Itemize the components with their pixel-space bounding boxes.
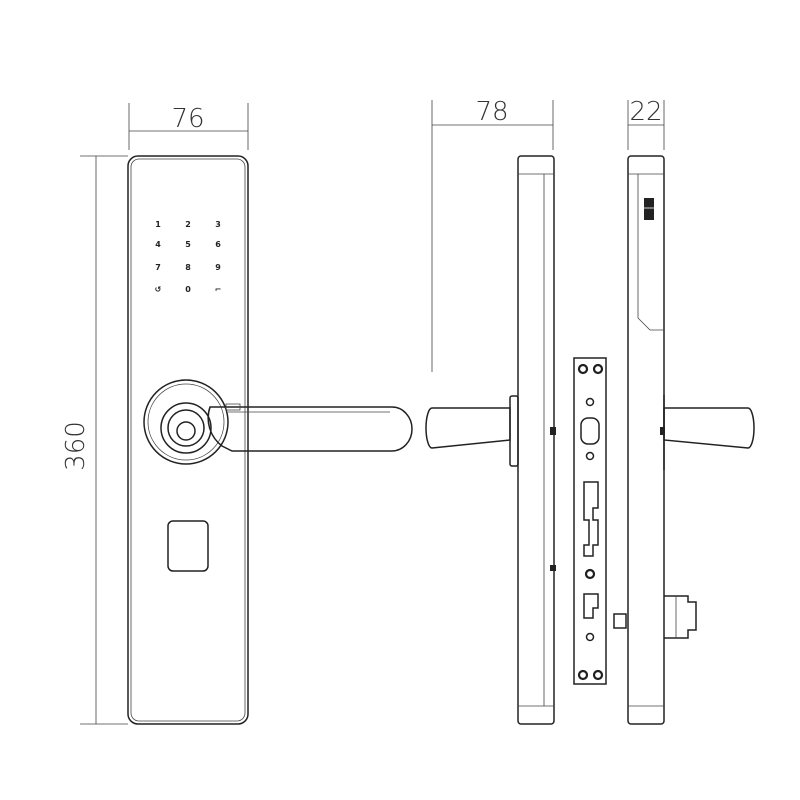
side-lever-handle[interactable] [425,407,511,449]
edge-lever-handle[interactable] [663,407,755,449]
faceplate-screw-hole [584,568,596,580]
latch-bolt-slot [580,417,600,445]
lever-arm [207,406,413,452]
key-enter[interactable]: ⌐ [215,285,222,294]
key-8[interactable]: 8 [185,263,191,272]
dimension-width-front: 76 [128,103,249,150]
side-screw-bottom [550,565,556,571]
deadbolt-slot [583,481,599,557]
side-body [517,155,555,725]
spindle-stub [613,613,627,629]
dimension-label-78: 78 [475,97,508,127]
faceplate-screw-hole [592,669,604,681]
edge-view [613,155,755,725]
dimension-label-360: 360 [61,421,91,471]
faceplate-screw-hole [577,669,589,681]
thumb-turn-knob[interactable] [664,595,697,639]
faceplate-screw-hole [585,451,595,461]
card-reader-icon[interactable] [167,520,209,572]
faceplate-screw-hole [592,363,604,375]
dimension-label-76: 76 [171,104,204,134]
battery-port [644,198,654,220]
mortise-faceplate [573,357,607,685]
front-panel-inner-edge [130,158,246,722]
key-back[interactable]: ↺ [155,285,162,294]
side-screw-top [550,427,556,435]
rosette-outer [143,379,229,465]
key-2[interactable]: 2 [185,220,191,229]
faceplate-screw-hole [585,397,595,407]
hub-ring [160,402,212,454]
fingerprint-sensor-icon [176,421,196,441]
auxiliary-latch-slot [583,593,599,619]
keypad: 1 2 3 4 5 6 7 8 9 ↺ 0 ⌐ [155,220,222,294]
dimension-edge-thickness: 22 [627,97,665,150]
front-panel [127,155,249,725]
key-6[interactable]: 6 [215,240,221,249]
key-1[interactable]: 1 [155,220,161,229]
front-view: 1 2 3 4 5 6 7 8 9 ↺ 0 ⌐ [127,155,413,725]
key-5[interactable]: 5 [185,240,191,249]
dimension-label-22: 22 [629,97,662,127]
key-4[interactable]: 4 [155,240,161,249]
dimension-height: 360 [61,155,128,725]
key-0[interactable]: 0 [185,285,191,294]
key-7[interactable]: 7 [155,263,161,272]
edge-body [627,155,665,725]
fingerprint-ring [167,409,205,447]
key-3[interactable]: 3 [215,220,221,229]
key-9[interactable]: 9 [215,263,221,272]
dimension-depth-side: 78 [431,97,554,372]
side-boss [509,395,519,467]
lever-collar [225,403,241,411]
faceplate-screw-hole [577,363,589,375]
rosette-inner [147,383,225,461]
side-view [425,155,556,725]
faceplate-screw-hole [585,632,595,642]
faceplate-outline [573,357,607,685]
front-lever-handle[interactable] [143,379,413,465]
